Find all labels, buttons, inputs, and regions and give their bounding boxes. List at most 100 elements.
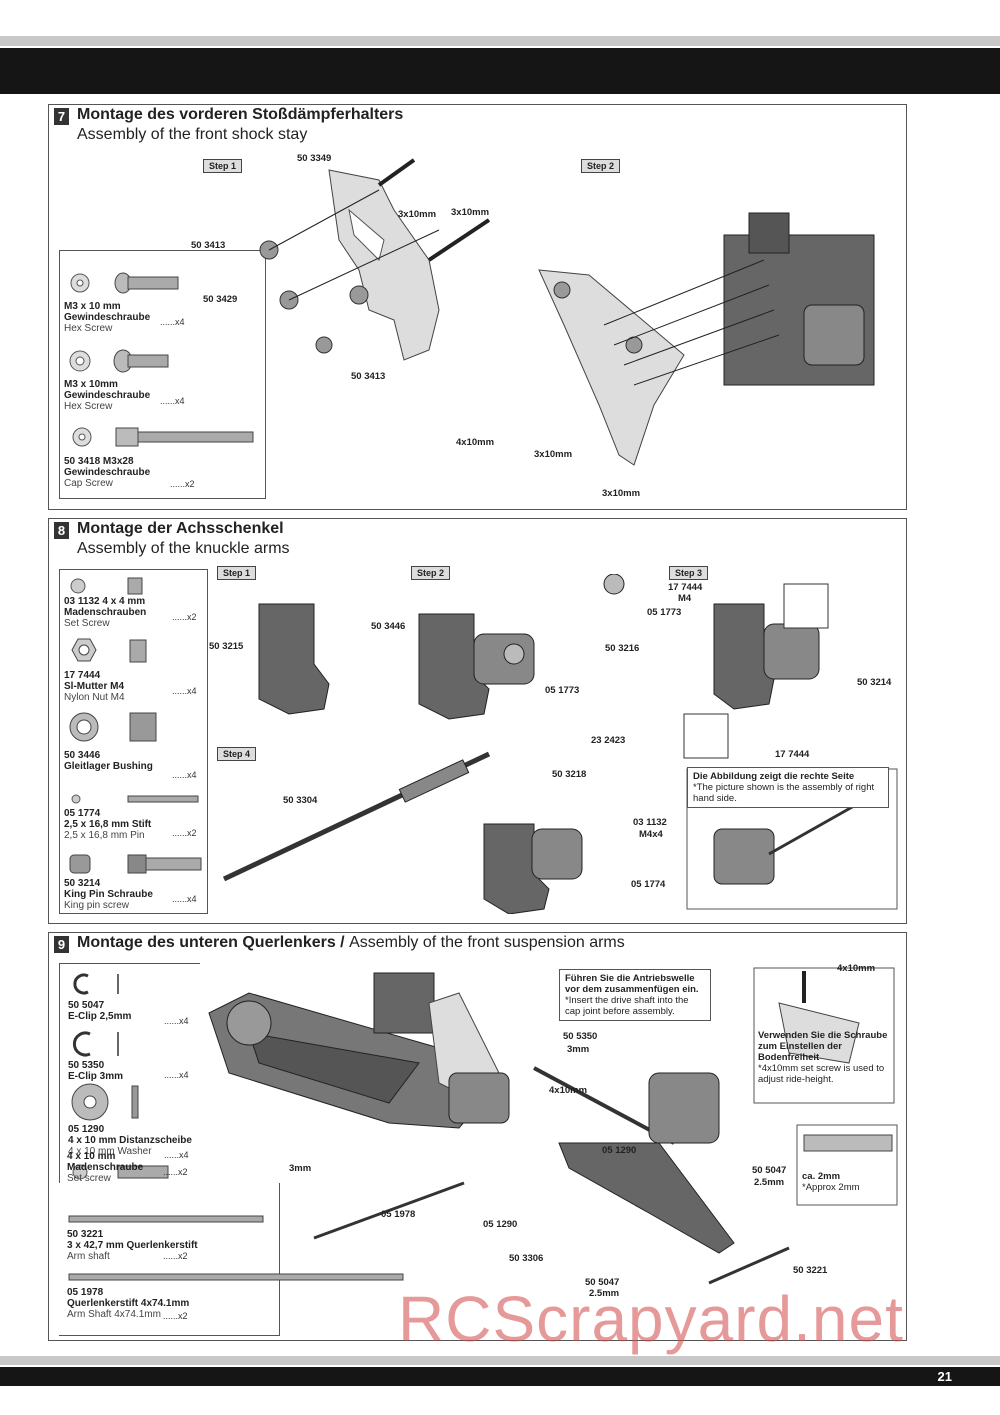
part-qty: ......x4	[172, 894, 197, 904]
part-label: 50 5047	[585, 1277, 620, 1288]
section-number: 9	[54, 936, 69, 953]
part-item: 03 1132 4 x 4 mm Madenschrauben Set Scre…	[64, 596, 147, 629]
part-label: 3mm	[289, 1163, 312, 1174]
part-item: 05 1978 Querlenkerstift 4x74.1mm Arm Sha…	[67, 1287, 190, 1320]
part-label: 17 7444	[775, 749, 810, 760]
eclip-icon	[72, 1031, 119, 1057]
suspension-arm-diagram	[208, 967, 898, 1285]
section-title-de: Montage der Achsschenkel	[77, 520, 284, 537]
step-label: Step 2	[411, 566, 451, 580]
part-label: 17 7444	[668, 582, 703, 593]
part-qty: ......x4	[160, 317, 185, 327]
setscrew-icon	[72, 1164, 169, 1180]
part-label: 3x10mm	[398, 209, 437, 220]
part-label: 05 1978	[381, 1209, 416, 1220]
part-label: ca. 2mm	[802, 1171, 841, 1182]
section-title-en: Assembly of the front shock stay	[77, 126, 308, 143]
part-label: 50 3216	[605, 643, 640, 654]
part-item: 50 3214 King Pin Schraube King pin screw	[64, 878, 153, 911]
part-label: 3x10mm	[602, 488, 641, 499]
section-7: 7 Montage des vorderen Stoßdämpferhalter…	[48, 104, 907, 510]
part-qty: ......x4	[164, 1150, 189, 1160]
part-label: 50 3446	[371, 621, 406, 632]
part-qty: ......x2	[170, 479, 195, 489]
part-label: 50 3304	[283, 795, 318, 806]
section-9: 9 Montage des unteren Querlenkers / Asse…	[48, 932, 907, 1341]
step-label: Step 1	[203, 159, 243, 173]
section-title-en: Assembly of the knuckle arms	[77, 540, 290, 557]
washer-screw-icon	[70, 272, 179, 294]
footer-bar	[0, 1367, 1000, 1386]
part-label: 4x10mm	[549, 1085, 588, 1096]
part-item: M3 x 10 mm Gewindeschraube Hex Screw	[64, 301, 151, 334]
part-label: 3x10mm	[451, 207, 490, 218]
part-label: 23 2423	[591, 735, 626, 746]
section-title-en: Assembly of the front suspension arms	[349, 934, 625, 951]
setscrew-icon	[70, 577, 143, 595]
kingpin-icon	[69, 854, 202, 874]
step-label: Step 4	[217, 747, 257, 761]
arm-shaft-icon	[68, 1273, 404, 1281]
part-label: 50 3413	[351, 371, 386, 382]
part-item: 05 1290 4 x 10 mm Distanzscheibe 4 x 10 …	[68, 1124, 192, 1157]
bushing-icon	[69, 712, 157, 742]
part-qty: ......x2	[172, 828, 197, 838]
section-title-de: Montage des unteren Querlenkers / Assemb…	[77, 934, 625, 951]
section-number: 7	[54, 108, 69, 125]
part-label: 03 1132	[633, 817, 667, 828]
part-label: 50 3306	[509, 1253, 544, 1264]
part-label: 4x10mm	[837, 963, 876, 974]
part-item: 50 5350 E-Clip 3mm	[68, 1060, 124, 1082]
part-label: 2.5mm	[589, 1288, 620, 1299]
watermark: RCScrapyard.net	[398, 1283, 904, 1355]
section-8: 8 Montage der Achsschenkel Assembly of t…	[48, 518, 907, 924]
washer-capscrew-icon	[72, 427, 254, 447]
washer-screw-icon	[69, 349, 169, 373]
note-drive-shaft: Führen Sie die Antriebswelle vor dem zus…	[559, 969, 711, 1021]
part-label: 50 3214	[857, 677, 892, 688]
part-qty: ......x2	[163, 1251, 188, 1261]
part-item: 4 x 10 mm Madenschraube Set screw	[67, 1151, 144, 1184]
part-label: *Approx 2mm	[802, 1182, 860, 1193]
part-item: M3 x 10mm Gewindeschraube Hex Screw	[64, 379, 151, 412]
part-item: 05 1774 2,5 x 16,8 mm Stift 2,5 x 16,8 m…	[64, 808, 152, 841]
part-label: 4x10mm	[456, 437, 495, 448]
parts-list: M3 x 10 mm Gewindeschraube Hex Screw ...…	[59, 250, 266, 499]
knuckle-assembly-diagram	[222, 574, 898, 914]
note-right-side: Die Abbildung zeigt die rechte Seite *Th…	[687, 767, 889, 808]
part-label: 50 5047	[752, 1165, 787, 1176]
part-label: 50 3413	[191, 240, 226, 251]
part-label: 50 3215	[209, 641, 244, 652]
part-item: 50 3221 3 x 42,7 mm Querlenkerstift Arm …	[67, 1229, 198, 1262]
part-label: 50 3429	[203, 294, 238, 305]
part-label: 05 1290	[483, 1219, 518, 1230]
part-label: M4x4	[639, 829, 663, 840]
part-qty: ......x2	[163, 1311, 188, 1321]
page-number: 21	[937, 1369, 952, 1384]
shock-stay-step2-diagram	[538, 212, 875, 466]
part-qty: ......x4	[172, 686, 197, 696]
eclip-icon	[73, 973, 119, 995]
part-label: 50 3349	[297, 153, 332, 164]
part-item: 50 3418 M3x28 Gewindeschraube Cap Screw	[64, 456, 151, 489]
part-qty: ......x4	[160, 396, 185, 406]
part-label: 50 3221	[793, 1265, 828, 1276]
part-label: M4	[678, 593, 692, 604]
top-divider-light	[0, 36, 1000, 46]
part-qty: ......x4	[164, 1016, 189, 1026]
nut-icon	[71, 638, 147, 663]
part-qty: ......x4	[172, 770, 197, 780]
parts-list-lower	[59, 1183, 280, 1336]
step-label: Step 3	[669, 566, 709, 580]
part-label: 2.5mm	[754, 1177, 785, 1188]
shock-stay-step1-diagram	[259, 158, 491, 361]
parts-list: 03 1132 4 x 4 mm Madenschrauben Set Scre…	[59, 569, 208, 914]
part-label: 3mm	[567, 1044, 590, 1055]
part-label: 05 1773	[545, 685, 580, 696]
header-bar	[0, 48, 1000, 94]
part-qty: ......x2	[172, 612, 197, 622]
step-label: Step 1	[217, 566, 257, 580]
section-title-de: Montage des vorderen Stoßdämpferhalters	[77, 106, 404, 123]
part-label: 05 1773	[647, 607, 682, 618]
bottom-divider-light	[0, 1356, 1000, 1365]
